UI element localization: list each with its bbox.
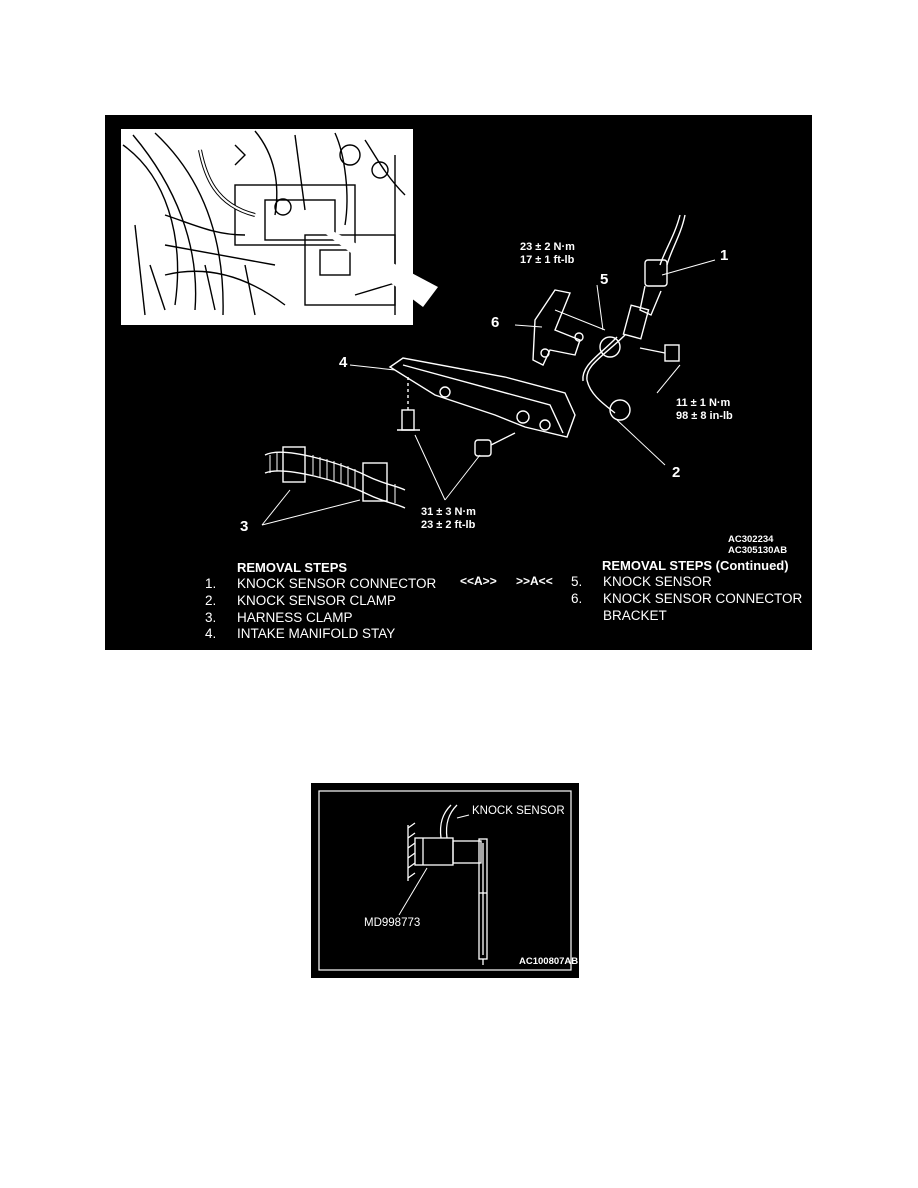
torque-connector-bracket: 23 ± 2 N·m 17 ± 1 ft-lb — [520, 241, 575, 267]
step-number: 5. — [571, 574, 583, 589]
engine-overview-panel — [121, 129, 413, 325]
step-text: BRACKET — [603, 607, 667, 623]
leader-lines — [261, 259, 716, 526]
callout-3: 3 — [240, 518, 249, 535]
step-text: HARNESS CLAMP — [237, 609, 353, 625]
figure-code: AC305130AB — [728, 545, 788, 556]
step-item: 4. INTAKE MANIFOLD STAY — [205, 626, 436, 643]
callout-2: 2 — [672, 464, 681, 481]
step-item: 2. KNOCK SENSOR CLAMP — [205, 593, 436, 610]
parts-exploded-view — [264, 214, 686, 509]
torque-stay-bolt: 31 ± 3 N·m 23 ± 2 ft-lb — [421, 506, 476, 532]
step-item: 5. KNOCK SENSOR — [571, 574, 802, 591]
marker-a-install: >>A<< — [516, 574, 553, 588]
torque-nm: 23 ± 2 N·m — [520, 241, 575, 253]
callout-6: 6 — [491, 314, 500, 331]
callout-1: 1 — [720, 247, 729, 264]
step-text: INTAKE MANIFOLD STAY — [237, 626, 396, 642]
knock-sensor-label: KNOCK SENSOR — [472, 805, 565, 817]
tool-sketch — [407, 804, 488, 965]
removal-diagram-drawing — [121, 129, 716, 526]
engine-overview-sketch — [122, 130, 406, 316]
harness-texture — [269, 453, 396, 503]
torque-sensor-bolt: 11 ± 1 N·m 98 ± 8 in-lb — [676, 397, 733, 423]
figure-code: AC100807AB — [519, 956, 579, 967]
step-text: KNOCK SENSOR CONNECTOR — [603, 590, 803, 606]
steps-list: 1. KNOCK SENSOR CONNECTOR 2. KNOCK SENSOR … — [205, 576, 436, 643]
special-tool-diagram: KNOCK SENSOR MD998773 AC100807AB — [311, 783, 579, 978]
magnifier-beam — [295, 211, 438, 307]
step-number: 4. — [205, 626, 217, 642]
step-number: 3. — [205, 609, 217, 625]
inner-frame — [318, 790, 572, 971]
steps-title-continued: REMOVAL STEPS (Continued) — [602, 558, 789, 573]
torque-ftlb: 17 ± 1 ft-lb — [520, 254, 575, 266]
step-item: 3. HARNESS CLAMP — [205, 610, 436, 627]
step-text: KNOCK SENSOR CLAMP — [237, 592, 397, 608]
step-item: 6. KNOCK SENSOR CONNECTOR — [571, 591, 802, 608]
callout-5: 5 — [600, 271, 609, 288]
steps-list-continued: 5.KNOCK SENSOR 6.KNOCK SENSOR CONNECTOR … — [571, 574, 802, 624]
steps-title: REMOVAL STEPS — [237, 560, 348, 575]
callout-4: 4 — [339, 354, 348, 371]
torque-nm: 31 ± 3 N·m — [421, 506, 476, 518]
figure-code: AC302234 — [728, 534, 774, 545]
step-text: KNOCK SENSOR CONNECTOR — [237, 576, 437, 591]
torque-inlb: 98 ± 8 in-lb — [676, 410, 733, 422]
marker-a-removal: <<A>> — [460, 574, 497, 588]
figure-codes: AC302234 AC305130AB — [728, 534, 787, 556]
tool-leaders — [398, 814, 470, 916]
step-item: BRACKET — [571, 608, 802, 625]
step-item: 1. KNOCK SENSOR CONNECTOR — [205, 576, 436, 593]
tool-number-label: MD998773 — [364, 917, 421, 929]
special-tool-drawing — [318, 790, 572, 971]
torque-ftlb: 23 ± 2 ft-lb — [421, 519, 476, 531]
step-number: 1. — [205, 576, 217, 591]
removal-diagram: 1 2 3 4 5 6 23 ± 2 N·m 17 ± 1 ft-lb 11 ±… — [105, 115, 812, 650]
torque-nm: 11 ± 1 N·m — [676, 397, 731, 409]
step-text: KNOCK SENSOR — [603, 574, 712, 589]
step-number: 2. — [205, 592, 217, 608]
step-number: 6. — [571, 590, 583, 606]
